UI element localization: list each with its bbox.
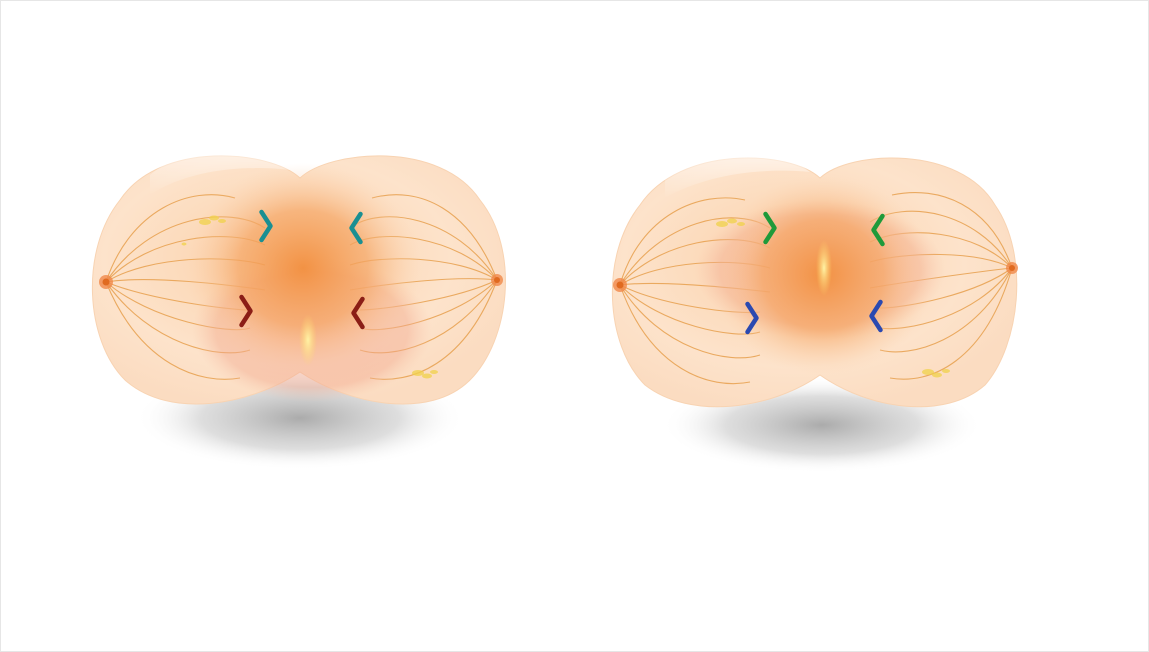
centrosome-left (99, 275, 113, 289)
left-cell (92, 150, 505, 470)
metaphase-plate (816, 240, 832, 296)
centrosome-left (613, 278, 627, 292)
centrosome-right (491, 274, 503, 286)
centrosome-right (1006, 262, 1018, 274)
right-cell (612, 156, 1018, 473)
metaphase-plate (299, 314, 317, 366)
